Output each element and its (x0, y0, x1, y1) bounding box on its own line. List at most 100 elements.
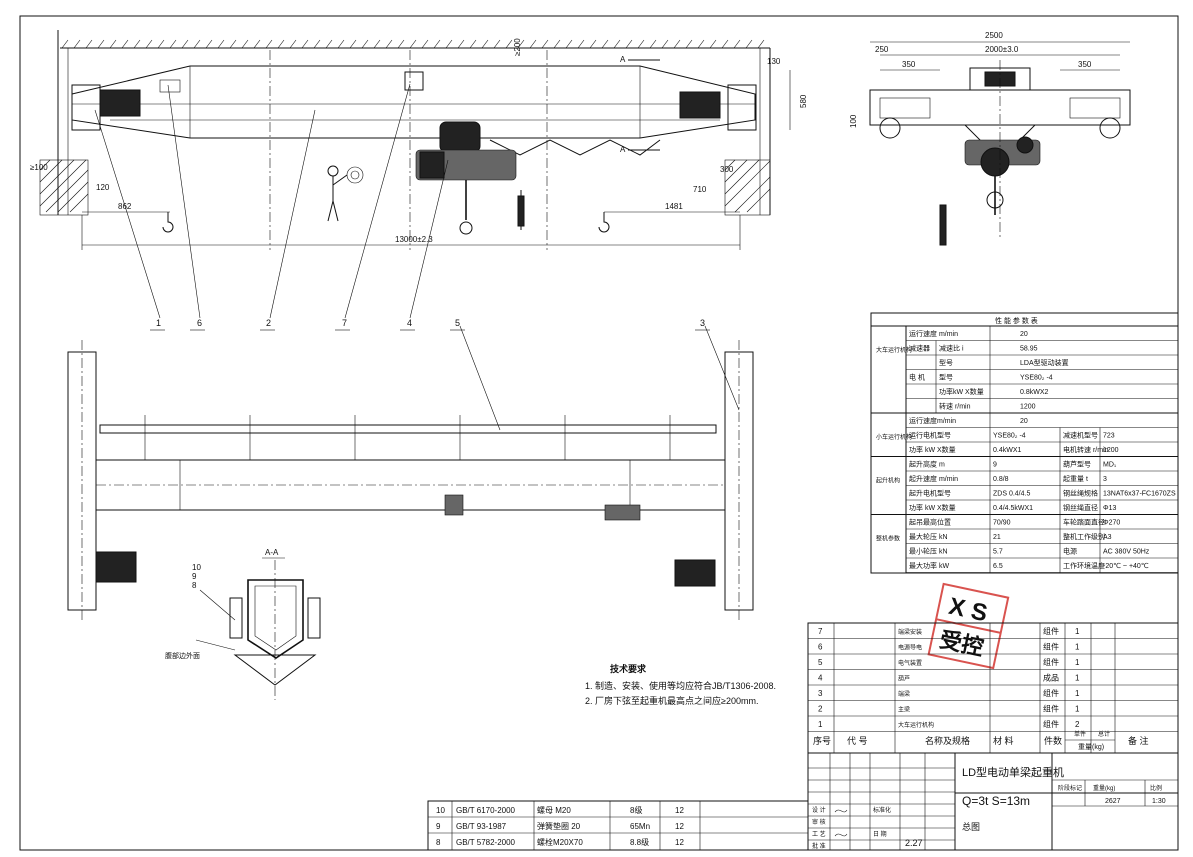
bom-cell: 1 (1075, 643, 1080, 652)
section-a-a: A-A 10 9 8 腹部边外面 (165, 548, 321, 700)
spec-cell: 0.4/4.5kWX1 (993, 505, 1033, 512)
side-elevation: 2500 250 2000±3.0 350 350 100 (849, 31, 1131, 246)
dim-350-left: 350 (902, 60, 916, 69)
spec-cell: 9 (993, 462, 997, 469)
bom-cell: 3 (818, 689, 823, 698)
dim-130: 130 (767, 57, 781, 66)
spec-cell: 运行电机型号 (909, 431, 951, 440)
spec-cell: YSE80₂ -4 (993, 433, 1026, 440)
spec-cell: 0.4kWX1 (993, 447, 1022, 454)
spec-group-label: 起升机构 (876, 477, 900, 485)
bom-cell: 2 (818, 705, 823, 714)
bom-cell: 1 (1075, 658, 1080, 667)
spec-cell: 起升电机型号 (909, 489, 951, 498)
spec-group-label: 整机参数 (876, 535, 900, 543)
spec-cell: 起吊最高位置 (909, 518, 951, 527)
spec-cell: 20 (1020, 331, 1028, 338)
spec-cell: 21 (993, 534, 1001, 541)
spec-cell: 电机转速 r/min (1063, 445, 1109, 454)
bom-cell: 大车运行机构 (898, 721, 934, 729)
plan-view: 5 3 (67, 318, 754, 620)
bom-cell: 成品 (1043, 673, 1059, 683)
bom-cell: 葫芦 (898, 675, 910, 683)
bom-cell: 1 (1075, 689, 1080, 698)
bom-cell: 1 (818, 720, 823, 729)
spec-cell: 工作环境温度 (1063, 561, 1105, 570)
spec-cell: 0.8kWX2 (1020, 389, 1049, 396)
dim-100: ≥100 (30, 163, 48, 172)
section-num-9: 9 (192, 572, 197, 581)
callout-7: 7 (342, 318, 347, 328)
spec-cell: 功率 kW X数量 (909, 503, 956, 512)
dim-580: 580 (799, 94, 808, 108)
parts-cell: 螺母 M20 (537, 805, 571, 815)
callout-4: 4 (407, 318, 412, 328)
spec-cell: 最小轮压 kN (909, 547, 948, 556)
bom-cell: 2 (1075, 720, 1080, 729)
spec-cell: 钢丝绳规格 (1063, 489, 1098, 498)
parts-cell: 12 (675, 806, 684, 815)
section-num-8: 8 (192, 581, 197, 590)
parts-cell: 弹簧垫圈 20 (537, 821, 581, 831)
dim-710: 710 (693, 185, 707, 194)
bom-head-code: 代 号 (847, 736, 868, 746)
section-mark-top: A (620, 55, 626, 64)
dim-200: ≥200 (513, 38, 522, 56)
spec-cell: 整机工作级别 (1063, 532, 1105, 541)
spec-cell: 车轮踏面直径 (1063, 518, 1105, 527)
drawing-name: 总图 (962, 821, 980, 832)
spec-cell: -20℃ ~ +40℃ (1103, 563, 1149, 570)
spec-cell: 运行速度m/min (909, 416, 956, 425)
sign-date-label: 日 期 (873, 830, 887, 838)
bom-cell: 1 (1075, 705, 1080, 714)
right-drive-motor (679, 91, 721, 119)
title-block: LD型电动单梁起重机 Q=3t S=13m 总图 重量(kg) 比例 2627 … (807, 752, 1179, 851)
spec-cell: 型号 (939, 358, 953, 367)
spec-cell: 电源 (1063, 547, 1077, 556)
bom-cell: 电气装置 (898, 659, 922, 667)
dim-1481: 1481 (665, 202, 683, 211)
bom-cell: 组件 (1043, 719, 1059, 729)
spec-cell: Φ13 (1103, 505, 1116, 512)
bom-cell: 组件 (1043, 626, 1059, 636)
parts-cell: 螺栓M20X70 (537, 837, 583, 847)
sign-standard: 标准化 (873, 806, 891, 814)
callout-2: 2 (266, 318, 271, 328)
spec-cell: ZDS 0.4/4.5 (993, 491, 1030, 498)
bom-cell: 7 (818, 627, 823, 636)
plan-left-motor (95, 551, 137, 583)
callout-5: 5 (455, 318, 460, 328)
spec-cell: 起升速度 m/min (909, 474, 958, 483)
spec-cell: 3 (1103, 476, 1107, 483)
parts-cell: 10 (436, 806, 445, 815)
spec-cell: 最大轮压 kN (909, 532, 948, 541)
product-params: Q=3t S=13m (962, 794, 1030, 808)
spec-cell: 型号 (939, 373, 953, 382)
sign-process: 工 艺 (812, 830, 826, 838)
operator-figure (327, 165, 364, 222)
callout-1: 1 (156, 318, 161, 328)
spec-cell: Φ270 (1103, 520, 1120, 527)
dim-120: 120 (96, 183, 110, 192)
spec-cell: 电 机 (909, 373, 925, 382)
spec-cell: A3 (1103, 534, 1112, 541)
bom-cell: 1 (1075, 674, 1080, 683)
section-num-10: 10 (192, 563, 201, 572)
spec-cell: 功率kW X数量 (939, 387, 984, 396)
spec-cell: 葫芦型号 (1063, 460, 1091, 469)
hoist-trolley (415, 121, 517, 235)
bom-cell: 组件 (1043, 704, 1059, 714)
dim-side-100: 100 (849, 114, 858, 128)
parts-cell: 65Mn (630, 822, 650, 831)
roof-hatch (61, 39, 765, 49)
spec-cell: 减速比 i (939, 344, 964, 353)
scale-label: 比例 (1150, 784, 1162, 792)
spec-cell: 5.7 (993, 549, 1003, 556)
spec-cell: 6.5 (993, 563, 1003, 570)
bom-head-total: 总计 (1098, 730, 1110, 738)
weight-label: 重量(kg) (1093, 784, 1115, 792)
